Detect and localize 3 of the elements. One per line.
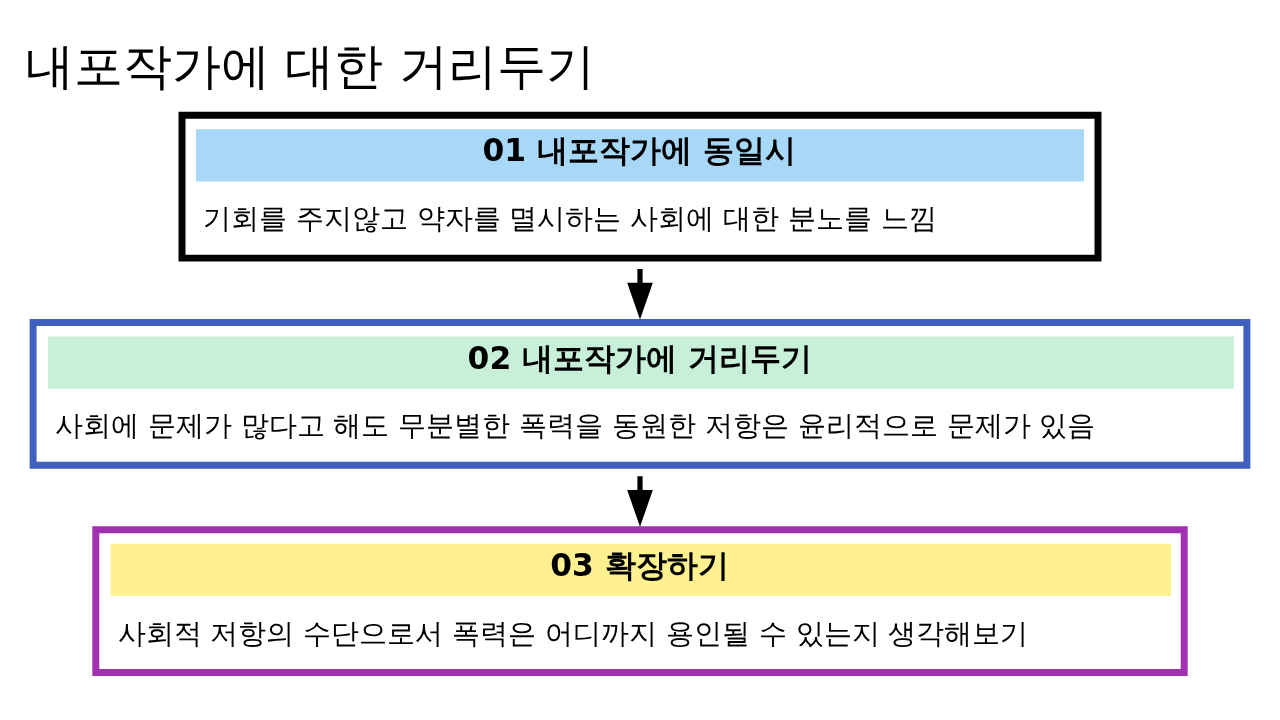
diagram-title: 내포작가에 대한 거리두기 [25, 37, 595, 94]
arrow [627, 269, 653, 320]
arrow [627, 476, 653, 527]
